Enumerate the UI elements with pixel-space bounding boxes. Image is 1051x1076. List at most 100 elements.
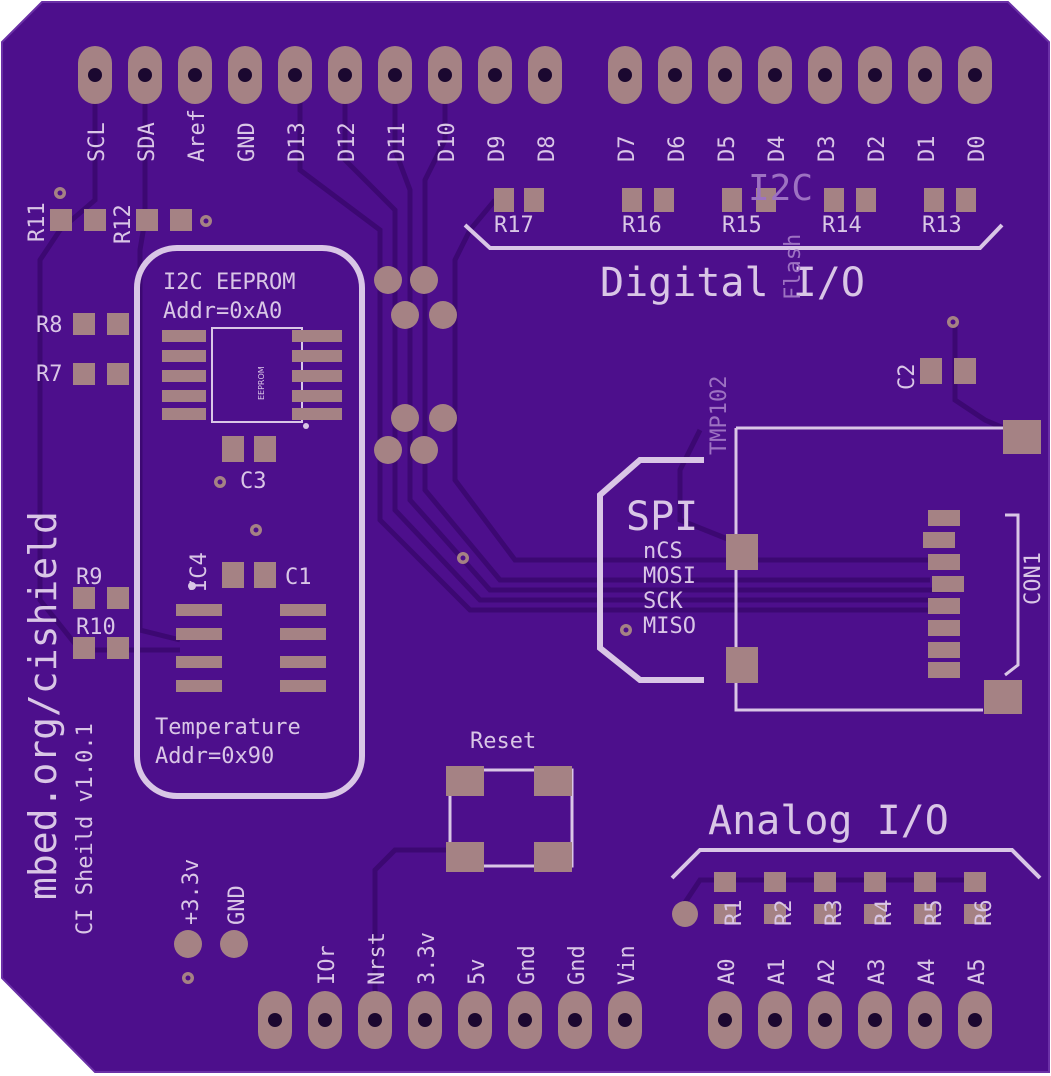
sd-card-connector bbox=[726, 420, 1041, 714]
reset-button[interactable] bbox=[446, 766, 574, 872]
r5-pads bbox=[914, 872, 936, 924]
plus33-label: +3.3v bbox=[179, 859, 204, 925]
spi-sck: SCK bbox=[643, 589, 683, 614]
top-pin-label-d5: D5 bbox=[715, 136, 740, 163]
top-header-pins bbox=[78, 46, 992, 104]
bottom-pin-label-nrst: Nrst bbox=[365, 932, 390, 985]
top-pin-label-d4: D4 bbox=[765, 136, 790, 163]
top-pin-label-gnd: GND bbox=[235, 122, 260, 162]
spi-ncs: nCS bbox=[643, 539, 683, 564]
top-pin-label-d13: D13 bbox=[285, 122, 310, 162]
spi-miso: MISO bbox=[643, 614, 696, 639]
bottom-pin-label-a3: A3 bbox=[865, 959, 890, 986]
temperature-addr: Addr=0x90 bbox=[155, 744, 274, 769]
bottom-pin-label-gnd: Gnd bbox=[515, 945, 540, 985]
c2-label: C2 bbox=[895, 364, 920, 391]
version-label: CI Sheild v1.0.1 bbox=[73, 723, 98, 935]
sensor-box-outline bbox=[134, 245, 365, 799]
r11-label: R11 bbox=[25, 202, 50, 242]
r8-label: R8 bbox=[36, 313, 63, 338]
bottom-pin-label-a1: A1 bbox=[765, 959, 790, 986]
top-pin-label-d2: D2 bbox=[865, 136, 890, 163]
via-cluster bbox=[374, 266, 457, 464]
analog-test-pad bbox=[672, 901, 698, 927]
r10-label: R10 bbox=[76, 615, 116, 640]
top-pin-d8 bbox=[528, 46, 562, 104]
top-pin-d4 bbox=[758, 46, 792, 104]
r4-label: R4 bbox=[872, 900, 897, 927]
top-pin-d10 bbox=[428, 46, 462, 104]
flash-label: Flash bbox=[781, 234, 806, 300]
top-pin-d1 bbox=[908, 46, 942, 104]
reset-label: Reset bbox=[470, 729, 536, 754]
top-pin-label-d9: D9 bbox=[485, 136, 510, 163]
top-pin-d2 bbox=[858, 46, 892, 104]
bottom-pin-label-a2: A2 bbox=[815, 959, 840, 986]
gnd-side-label: GND bbox=[225, 885, 250, 925]
top-pin-scl bbox=[78, 46, 112, 104]
ic4-label: IC4 bbox=[187, 552, 212, 592]
top-pin-label-sda: SDA bbox=[135, 122, 160, 162]
bottom-pin-a4 bbox=[908, 991, 942, 1049]
bottom-pin-5v bbox=[458, 991, 492, 1049]
r12-label: R12 bbox=[111, 204, 136, 244]
top-pin-label-d6: D6 bbox=[665, 136, 690, 163]
bottom-pin-label-vin: Vin bbox=[615, 945, 640, 985]
bottom-pin-gnd bbox=[508, 991, 542, 1049]
bottom-pin-label-a0: A0 bbox=[715, 959, 740, 986]
temperature-title: Temperature bbox=[155, 715, 301, 740]
r6-pads bbox=[964, 872, 986, 924]
c3-pads bbox=[222, 436, 276, 462]
top-pin-label-d7: D7 bbox=[615, 136, 640, 163]
bottom-pin-nc bbox=[258, 991, 292, 1049]
r12-pads bbox=[136, 209, 192, 231]
r15-pads bbox=[722, 188, 776, 212]
top-pin-label-d0: D0 bbox=[965, 136, 990, 163]
bottom-pin-label-a4: A4 bbox=[915, 959, 940, 986]
eeprom-chip: EEPROM bbox=[162, 327, 342, 429]
top-pin-d9 bbox=[478, 46, 512, 104]
r4-pads bbox=[864, 872, 886, 924]
top-pin-d11 bbox=[378, 46, 412, 104]
r8-pads bbox=[73, 313, 129, 335]
temperature-chip bbox=[176, 582, 326, 692]
r11-pads bbox=[50, 209, 106, 231]
bottom-pin-a5 bbox=[958, 991, 992, 1049]
top-pin-d13 bbox=[278, 46, 312, 104]
r15-label: R15 bbox=[722, 213, 762, 238]
spi-label: SPI bbox=[626, 494, 698, 540]
r2-pads bbox=[764, 872, 786, 924]
top-pin-aref bbox=[178, 46, 212, 104]
bottom-pin-3_3v bbox=[408, 991, 442, 1049]
r6-label: R6 bbox=[972, 900, 997, 927]
bottom-pin-label-ior: IOr bbox=[315, 945, 340, 985]
r16-pads bbox=[622, 188, 674, 212]
top-pin-d12 bbox=[328, 46, 362, 104]
r3-pads bbox=[814, 872, 836, 924]
i2c-label: I2C bbox=[748, 168, 813, 209]
top-pin-d0 bbox=[958, 46, 992, 104]
r10-pads bbox=[73, 637, 129, 659]
r17-label: R17 bbox=[494, 213, 534, 238]
top-pin-d7 bbox=[608, 46, 642, 104]
r9-pads bbox=[73, 587, 129, 609]
r13-label: R13 bbox=[922, 213, 962, 238]
smd-pads bbox=[50, 188, 986, 924]
top-pin-label-aref: Aref bbox=[185, 109, 210, 162]
bottom-pin-gnd bbox=[558, 991, 592, 1049]
digital-io-bracket bbox=[463, 223, 1004, 250]
top-pin-gnd bbox=[228, 46, 262, 104]
bottom-pin-label-5v: 5v bbox=[465, 959, 490, 986]
top-pin-sda bbox=[128, 46, 162, 104]
bottom-pin-a2 bbox=[808, 991, 842, 1049]
r2-label: R2 bbox=[772, 900, 797, 927]
c1-label: C1 bbox=[285, 565, 312, 590]
bottom-pin-label-gnd: Gnd bbox=[565, 945, 590, 985]
bottom-header-pins bbox=[258, 991, 992, 1049]
spi-bracket bbox=[597, 457, 704, 683]
r3-label: R3 bbox=[822, 900, 847, 927]
